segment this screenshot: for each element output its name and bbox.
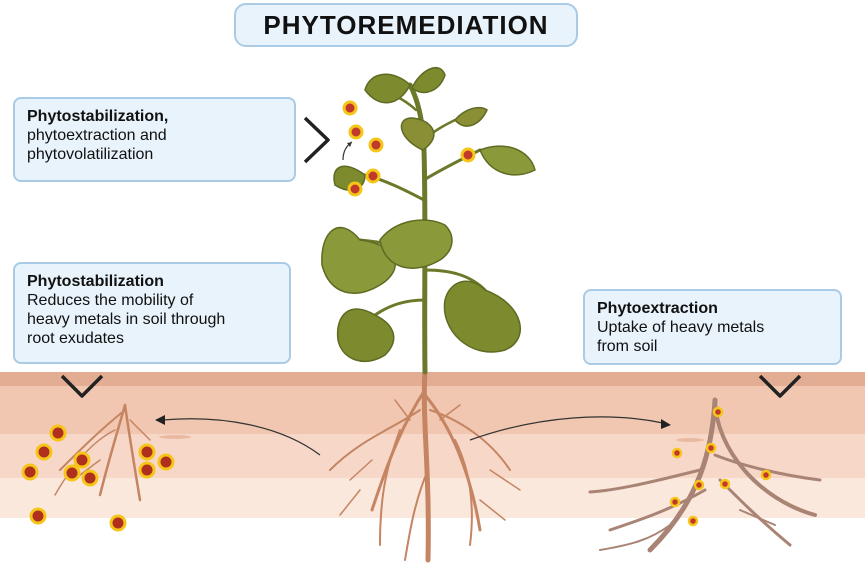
left-inset-metals	[21, 424, 175, 532]
metal-particle	[109, 514, 127, 532]
metal-particle	[63, 464, 81, 482]
leaf	[336, 308, 395, 363]
phytostabilization-box: Phytostabilization Reduces the mobility …	[13, 262, 291, 364]
soil-layer-low	[0, 478, 865, 518]
leaf	[443, 280, 521, 353]
metal-particle	[29, 507, 47, 525]
soil-surface	[0, 372, 865, 386]
metal-particle	[21, 463, 39, 481]
soil-speck	[159, 435, 191, 439]
phytoextraction-heading: Phytoextraction	[597, 300, 718, 317]
metal-particle	[368, 137, 384, 153]
metal-particle	[705, 442, 717, 454]
leaf	[454, 107, 488, 127]
leaf	[364, 73, 411, 104]
page-title: PHYTOREMEDIATION	[234, 3, 578, 47]
metal-particle	[138, 461, 156, 479]
phytoextraction-line: from soil	[597, 338, 658, 355]
plant-leaves	[321, 67, 536, 363]
phytoextraction-line: Uptake of heavy metals	[597, 319, 765, 336]
upper-box-line: phytovolatilization	[27, 146, 154, 163]
metal-particle	[712, 406, 724, 418]
soil-layer-bottom	[0, 518, 865, 579]
metal-particle	[342, 100, 358, 116]
metal-particle	[157, 453, 175, 471]
soil-speck	[676, 438, 704, 442]
airborne-metals	[342, 100, 476, 197]
upper-box-line: phytoextraction and	[27, 127, 167, 144]
metal-particle	[81, 469, 99, 487]
upper-box-heading: Phytostabilization,	[27, 108, 169, 125]
phytostabilization-line: Reduces the mobility of	[27, 292, 194, 309]
leaf	[479, 145, 536, 176]
right-inset-metals	[669, 406, 772, 527]
metal-particle	[365, 168, 381, 184]
connector-arrow-left	[161, 418, 321, 456]
leaf	[400, 117, 435, 151]
phytostabilization-line: heavy metals in soil through	[27, 311, 226, 328]
plant-roots	[329, 369, 521, 563]
metal-particle	[348, 124, 364, 140]
metal-particle	[73, 451, 91, 469]
phytostabilization-line: root exudates	[27, 330, 124, 347]
phytoextraction-box: Phytoextraction Uptake of heavy metals f…	[583, 289, 842, 365]
metal-particle	[760, 469, 772, 481]
connector-arrow-right	[469, 416, 664, 441]
metal-particle	[35, 443, 53, 461]
metal-particle	[138, 443, 156, 461]
chevron-down-icon	[758, 374, 802, 398]
metal-particle	[687, 515, 699, 527]
leaf	[379, 219, 453, 269]
chevron-down-icon	[60, 374, 104, 398]
chevron-right-icon	[303, 116, 330, 164]
leaf	[411, 67, 446, 94]
metal-particle	[669, 496, 681, 508]
phytostabilization-heading: Phytostabilization	[27, 273, 164, 290]
metal-particle	[49, 424, 67, 442]
metal-particle	[719, 478, 731, 490]
metal-particle	[347, 181, 363, 197]
metal-particle	[460, 147, 476, 163]
upper-process-box: Phytostabilization, phytoextraction and …	[13, 97, 296, 182]
metal-particle	[693, 479, 705, 491]
metal-particle	[671, 447, 683, 459]
